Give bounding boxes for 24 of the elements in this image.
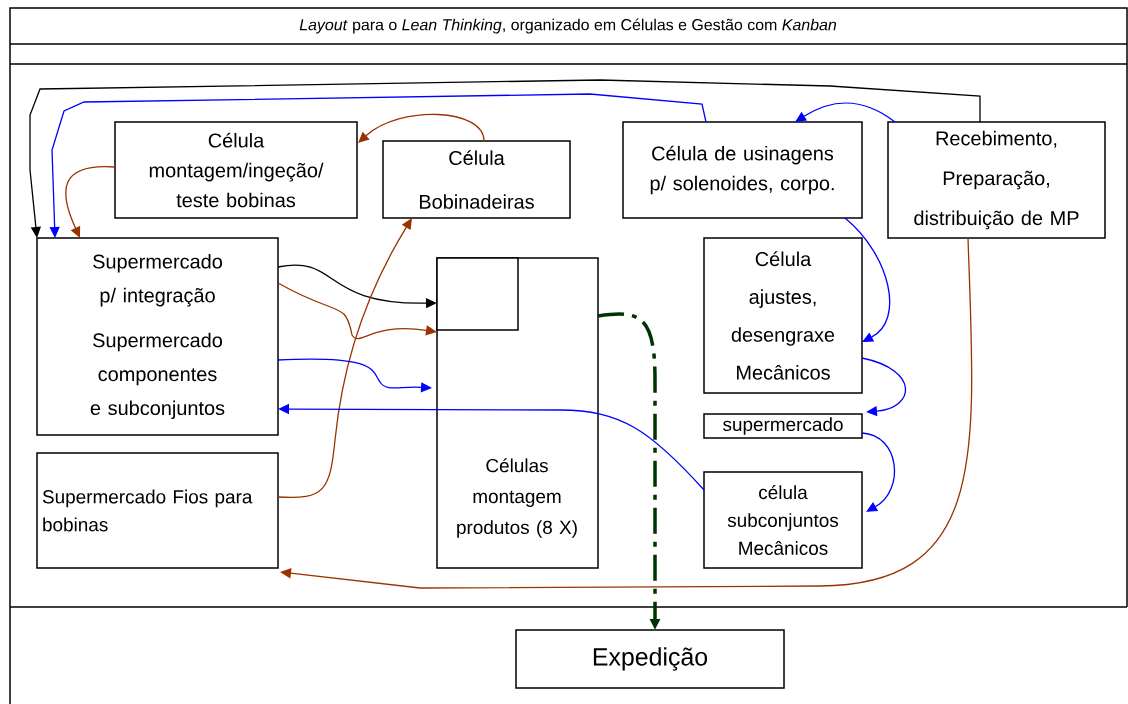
process-box: Supermercado Fios para bobinas <box>36 452 279 569</box>
title: Layout para o Lean Thinking, organizado em Células e Gestão com Kanban <box>299 18 837 34</box>
process-box: Célula montagem/ingeção/ teste bobinas <box>114 121 358 219</box>
arrow <box>277 218 412 499</box>
arrow <box>861 432 896 512</box>
arrow <box>65 166 116 238</box>
process-box: Recebimento, Preparação, distribuição de MP <box>887 121 1106 239</box>
process-box: Célula de usinagens p/ solenoides, corpo. <box>622 121 863 219</box>
process-box: célula subconjuntos Mecânicos <box>703 471 863 569</box>
arrow <box>861 357 907 417</box>
arrow <box>358 113 485 143</box>
empty-box <box>436 257 519 331</box>
arrow <box>277 358 432 393</box>
arrow <box>795 102 896 123</box>
process-box: Célula ajustes, desengraxe Mecânicos <box>703 237 863 394</box>
arrow <box>49 93 707 238</box>
arrow <box>844 217 891 342</box>
arrow <box>29 79 981 238</box>
process-box: Célula Bobinadeiras <box>382 140 571 219</box>
process-box: supermercado <box>703 413 863 439</box>
arrow <box>280 237 973 589</box>
arrow <box>277 282 437 340</box>
process-box: Supermercado p/ integração Supermercado componentes e subconjuntos <box>36 237 279 436</box>
process-box: Expedição <box>515 629 785 689</box>
